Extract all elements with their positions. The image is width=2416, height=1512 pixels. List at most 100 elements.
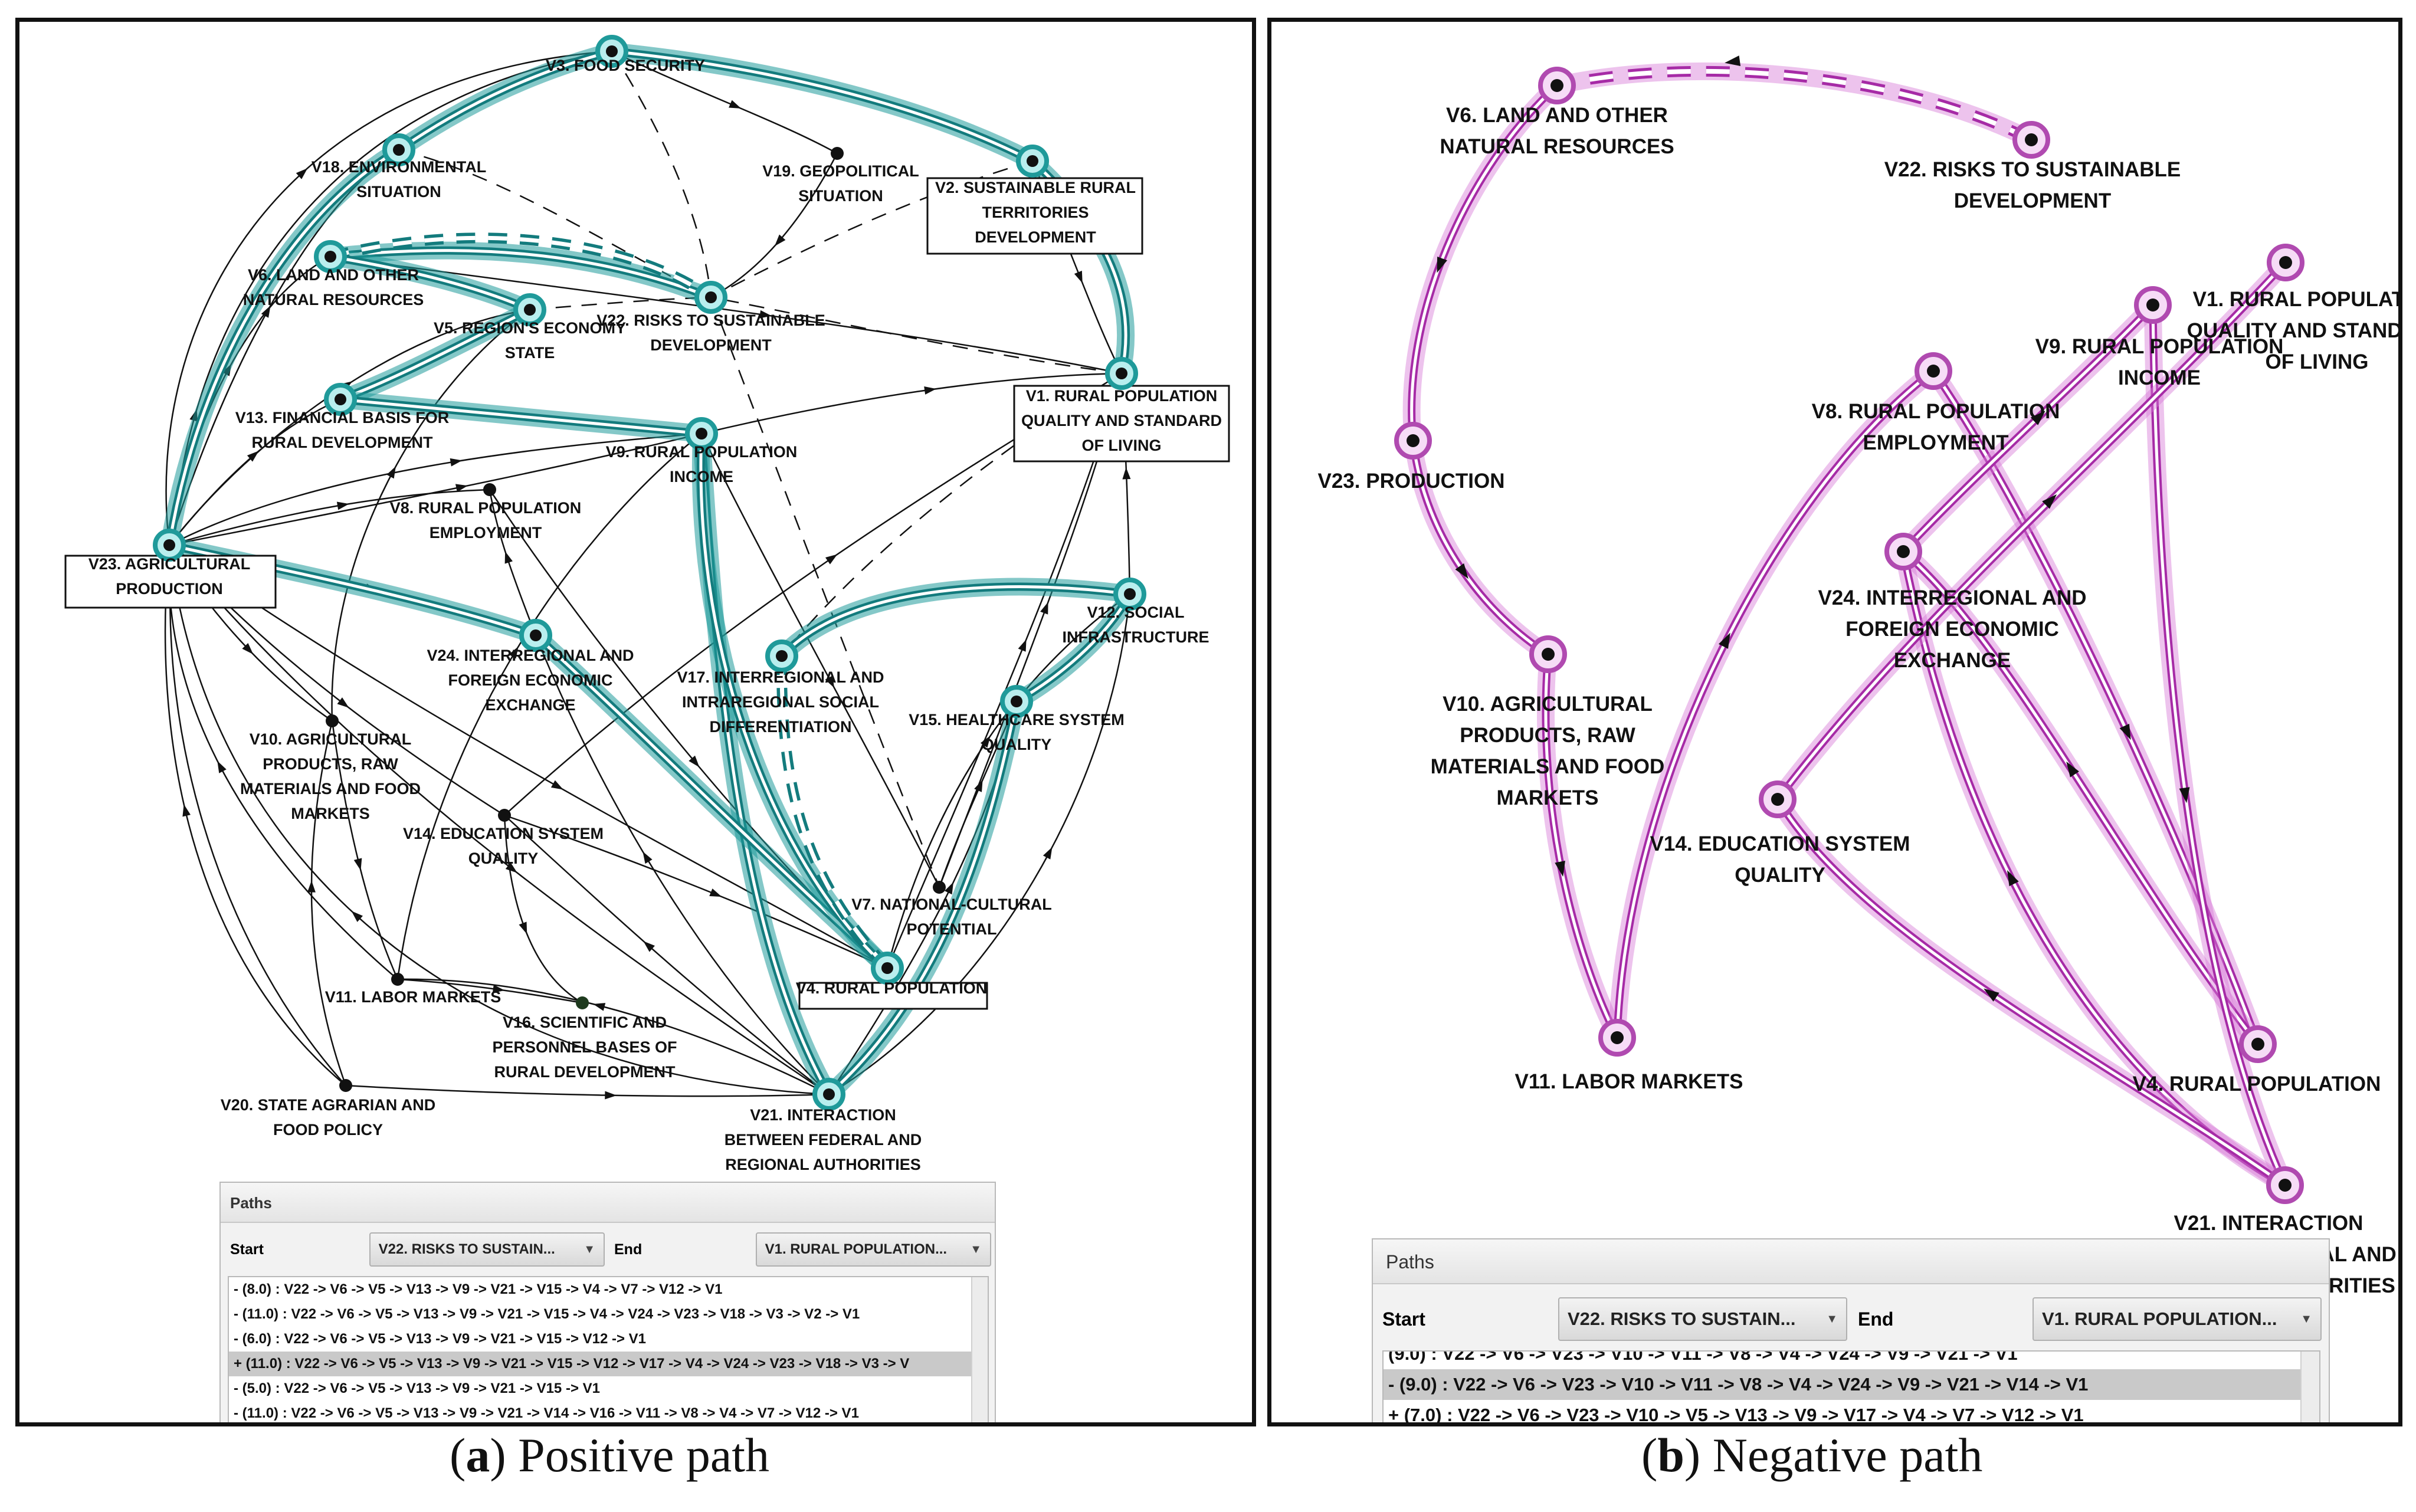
edge-V14-V4 bbox=[504, 814, 888, 969]
neg-node-V9 bbox=[2146, 299, 2159, 311]
arrowhead bbox=[519, 921, 527, 934]
start-dropdown-value: V22. RISKS TO SUSTAIN... bbox=[378, 1241, 555, 1257]
node-label-V11: V11. LABOR MARKETS bbox=[325, 988, 501, 1006]
caption-b-text: Negative path bbox=[1712, 1428, 1983, 1482]
path-list-item[interactable]: + (7.0) : V22 -> V6 -> V23 -> V10 -> V5 … bbox=[1388, 1405, 2084, 1425]
edge-V23-V9b bbox=[169, 432, 702, 546]
path-list-item[interactable]: - (8.0) : V22 -> V6 -> V5 -> V13 -> V9 -… bbox=[234, 1281, 723, 1297]
edge-V9-V7 bbox=[700, 433, 940, 888]
arrowhead bbox=[455, 484, 468, 493]
paths-list-a[interactable]: - (8.0) : V22 -> V6 -> V5 -> V13 -> V9 -… bbox=[228, 1276, 989, 1422]
neg-node-V24 bbox=[1897, 545, 1910, 558]
edge-V20-V10 bbox=[310, 720, 347, 1086]
start-dropdown[interactable]: V22. RISKS TO SUSTAIN... ▼ bbox=[369, 1232, 605, 1267]
path-list-item[interactable]: - (11.0) : V22 -> V6 -> V5 -> V13 -> V9 … bbox=[234, 1405, 859, 1421]
node-V19 bbox=[831, 147, 844, 160]
arrowhead bbox=[217, 760, 227, 773]
neg-node-V21 bbox=[2279, 1179, 2292, 1192]
path-list-item[interactable]: - (6.0) : V22 -> V6 -> V5 -> V13 -> V9 -… bbox=[234, 1331, 647, 1347]
end-label: End bbox=[1858, 1308, 1894, 1330]
neg-core-V6-V23 bbox=[1410, 84, 1559, 442]
arrowhead bbox=[642, 851, 653, 864]
path-list-item[interactable]: + (11.0) : V22 -> V6 -> V5 -> V13 -> V9 … bbox=[229, 1352, 988, 1376]
neg-arrowhead bbox=[2007, 870, 2019, 887]
end-dropdown-value: V1. RURAL POPULATION... bbox=[765, 1241, 948, 1257]
node-V20 bbox=[339, 1079, 352, 1092]
neg-node-label-V11: V11. LABOR MARKETS bbox=[1515, 1070, 1743, 1093]
edge-V20-V21 bbox=[345, 1084, 830, 1097]
neg-core-V8-V4 bbox=[1932, 369, 2260, 1046]
neg-arrowhead bbox=[2066, 761, 2079, 778]
arrowhead bbox=[509, 646, 519, 659]
neg-arrowhead bbox=[2030, 411, 2045, 425]
arrowhead bbox=[1018, 639, 1027, 652]
node-V1 bbox=[1116, 368, 1127, 379]
edge-V23-V8 bbox=[169, 488, 490, 546]
neg-core-V14-V1 bbox=[1776, 261, 2287, 801]
node-V23 bbox=[163, 539, 175, 551]
paths-controls: Start V22. RISKS TO SUSTAIN... ▼ End V1.… bbox=[230, 1231, 991, 1268]
highlight-core-5 bbox=[827, 700, 1018, 1096]
node-V15 bbox=[1011, 696, 1022, 707]
start-label: Start bbox=[230, 1241, 264, 1258]
caption-b-suffix: ) bbox=[1684, 1428, 1713, 1482]
edge-V9-V1 bbox=[701, 372, 1122, 435]
edge-V23-V21 bbox=[169, 545, 830, 1096]
paths-list-b[interactable]: (9.0) : V22 -> V6 -> V23 -> V10 -> V11 -… bbox=[1382, 1350, 2320, 1425]
caption-a-text: Positive path bbox=[518, 1428, 770, 1482]
neg-node-V4 bbox=[2251, 1038, 2264, 1051]
arrowhead bbox=[605, 1091, 617, 1100]
end-dropdown[interactable]: V1. RURAL POPULATION... ▼ bbox=[755, 1232, 991, 1267]
paths-panel-title: Paths bbox=[1373, 1239, 2329, 1284]
path-list-item[interactable]: (9.0) : V22 -> V6 -> V23 -> V10 -> V11 -… bbox=[1388, 1350, 2018, 1364]
arrowhead bbox=[386, 466, 396, 479]
highlight-core-10 bbox=[168, 148, 401, 547]
highlight-core-7 bbox=[780, 585, 1132, 658]
path-list-item[interactable]: - (5.0) : V22 -> V6 -> V5 -> V13 -> V9 -… bbox=[234, 1380, 600, 1396]
neg-node-label-V23: V23. PRODUCTION bbox=[1318, 470, 1505, 493]
arrowhead bbox=[550, 780, 563, 790]
caption-a-letter: a bbox=[466, 1428, 490, 1482]
arrowhead bbox=[351, 911, 363, 922]
start-dropdown-value: V22. RISKS TO SUSTAIN... bbox=[1568, 1308, 1796, 1329]
path-list-item[interactable]: - (9.0) : V22 -> V6 -> V23 -> V10 -> V11… bbox=[1384, 1369, 2319, 1400]
paths-controls: Start V22. RISKS TO SUSTAIN... ▼ End V1.… bbox=[1382, 1296, 2326, 1342]
caption-a-suffix: ) bbox=[490, 1428, 519, 1482]
arrowhead bbox=[182, 804, 191, 817]
neg-arrowhead bbox=[1455, 563, 1468, 579]
end-dropdown[interactable]: V1. RURAL POPULATION... ▼ bbox=[2033, 1297, 2322, 1341]
path-list-item[interactable]: - (11.0) : V22 -> V6 -> V5 -> V13 -> V9 … bbox=[234, 1306, 860, 1322]
highlight-core-12 bbox=[610, 50, 1034, 163]
neg-arrowhead bbox=[1437, 256, 1447, 273]
arrowhead bbox=[261, 305, 271, 318]
neg-node-V6 bbox=[1550, 79, 1563, 92]
start-dropdown[interactable]: V22. RISKS TO SUSTAIN... ▼ bbox=[1558, 1297, 1847, 1341]
edge-V23-V3 bbox=[165, 50, 612, 546]
arrowhead bbox=[709, 888, 722, 897]
label-box-V4 bbox=[798, 982, 988, 1010]
highlight-dash-core-1 bbox=[779, 655, 889, 970]
edge-V23-V4 bbox=[169, 544, 888, 969]
node-V17 bbox=[776, 650, 788, 662]
edge-V4-V1 bbox=[886, 373, 1123, 969]
scrollbar[interactable] bbox=[971, 1277, 988, 1422]
dashed-edge-4 bbox=[710, 296, 1122, 375]
arrowhead bbox=[825, 675, 835, 688]
paths-panel-title: Paths bbox=[221, 1183, 995, 1223]
highlight-band-10 bbox=[165, 146, 403, 549]
dashed-edge-1 bbox=[611, 51, 712, 298]
arrowhead bbox=[759, 310, 772, 319]
scrollbar[interactable] bbox=[2300, 1352, 2319, 1422]
node-V14 bbox=[498, 809, 511, 822]
